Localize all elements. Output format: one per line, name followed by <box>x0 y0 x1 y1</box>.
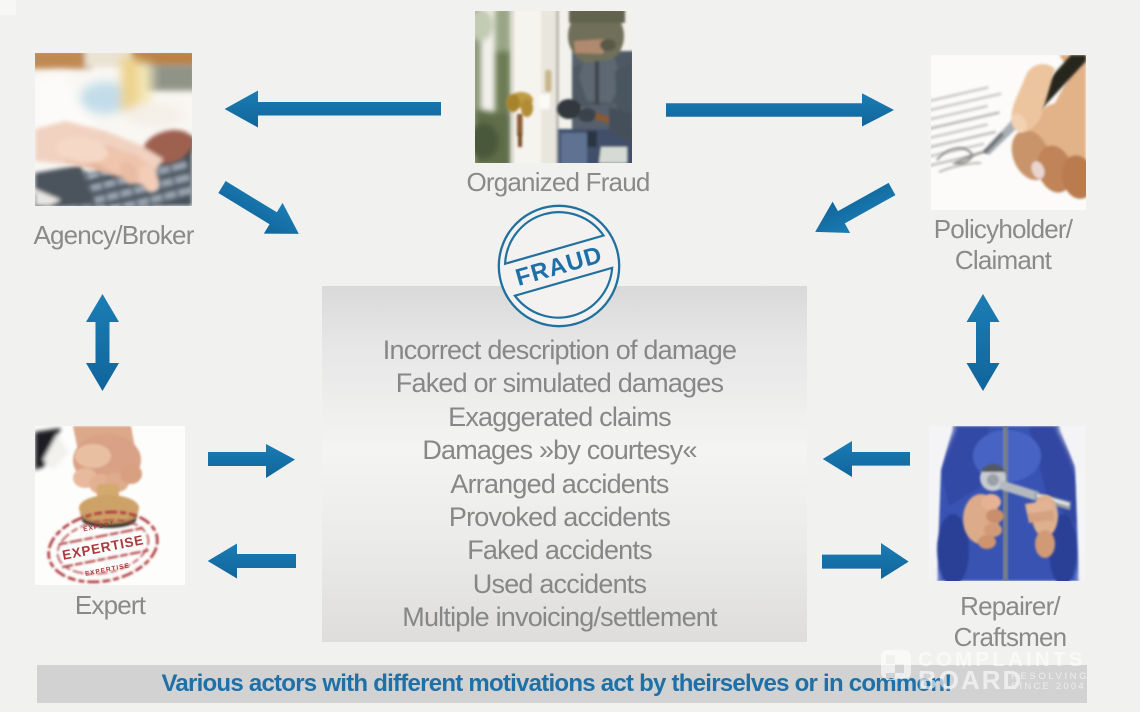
svg-text:SINCE 2004: SINCE 2004 <box>1011 681 1086 692</box>
svg-text:COMPLAINTS: COMPLAINTS <box>918 648 1086 671</box>
svg-text:BOARD: BOARD <box>918 665 1023 695</box>
svg-text:RESOLVING: RESOLVING <box>1011 671 1089 682</box>
